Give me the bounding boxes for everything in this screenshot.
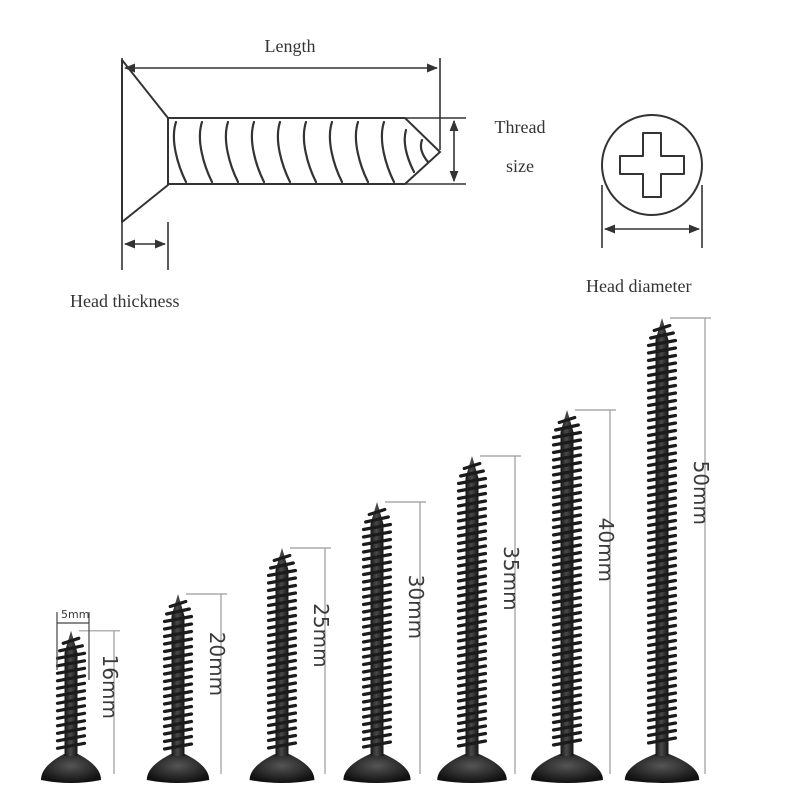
screw-item: 16mm 5mm xyxy=(41,608,122,783)
screw-head xyxy=(249,754,315,783)
size-label: 50mm xyxy=(689,461,713,525)
thread-label-line1: Thread xyxy=(495,117,546,137)
screw-shaft xyxy=(465,456,479,756)
screw-thread-marks xyxy=(55,636,87,750)
screw-item: 40mm xyxy=(531,409,618,783)
screw-thread-marks xyxy=(266,553,298,750)
size-label: 35mm xyxy=(499,546,523,610)
screw-head xyxy=(437,754,507,783)
screw-thread-marks xyxy=(162,599,194,751)
screw-threads xyxy=(172,120,430,184)
screw-thread-marks xyxy=(646,323,678,745)
screw-item: 35mm xyxy=(437,455,523,783)
screw-item: 20mm xyxy=(146,593,229,783)
head-circle xyxy=(601,114,703,216)
width-label: 5mm xyxy=(61,608,89,621)
screw-thread-marks xyxy=(361,507,393,749)
size-dimension-line xyxy=(79,630,120,774)
size-dimension-line xyxy=(290,547,331,774)
screw-item: 50mm xyxy=(624,317,713,783)
head-diameter-label: Head diameter xyxy=(586,276,691,296)
length-label: Length xyxy=(265,36,316,56)
screw-shaft-outline xyxy=(168,117,442,185)
screw-shaft xyxy=(275,548,289,756)
screw-head xyxy=(146,754,210,783)
head-top-view xyxy=(601,114,703,216)
screw-head xyxy=(41,754,101,783)
thread-size-dimension xyxy=(400,117,466,185)
thread-label-line2: size xyxy=(506,156,534,176)
phillips-cross-icon xyxy=(619,132,685,198)
length-dimension xyxy=(121,58,441,150)
screw-size-row: 16mm 5mm 20mm 25mm 30mm 35mm 40mm 50mm xyxy=(41,317,713,783)
screw-thread-marks xyxy=(551,415,583,747)
screw-item: 25mm xyxy=(249,547,333,783)
size-label: 16mm xyxy=(98,655,122,719)
screw-head xyxy=(343,754,411,783)
size-dimension-line xyxy=(480,455,521,774)
head-thickness-dimension xyxy=(121,222,169,270)
size-label: 20mm xyxy=(205,632,229,696)
size-dimension-line xyxy=(385,501,426,774)
size-dimension-line xyxy=(186,593,227,774)
screw-thread-marks xyxy=(456,461,488,748)
size-label: 40mm xyxy=(594,518,618,582)
size-dimension-line xyxy=(670,317,711,774)
screw-head xyxy=(624,754,700,783)
head-diameter-dimension xyxy=(601,185,703,248)
size-label: 25mm xyxy=(309,603,333,667)
screw-line-drawing xyxy=(121,59,442,223)
width-dimension xyxy=(56,612,90,680)
screw-item: 30mm xyxy=(343,501,428,783)
screw-head-outline xyxy=(121,59,169,223)
size-label: 30mm xyxy=(404,575,428,639)
size-dimension-line xyxy=(575,409,616,774)
screw-head xyxy=(531,754,603,783)
head-thickness-label: Head thickness xyxy=(70,291,179,311)
